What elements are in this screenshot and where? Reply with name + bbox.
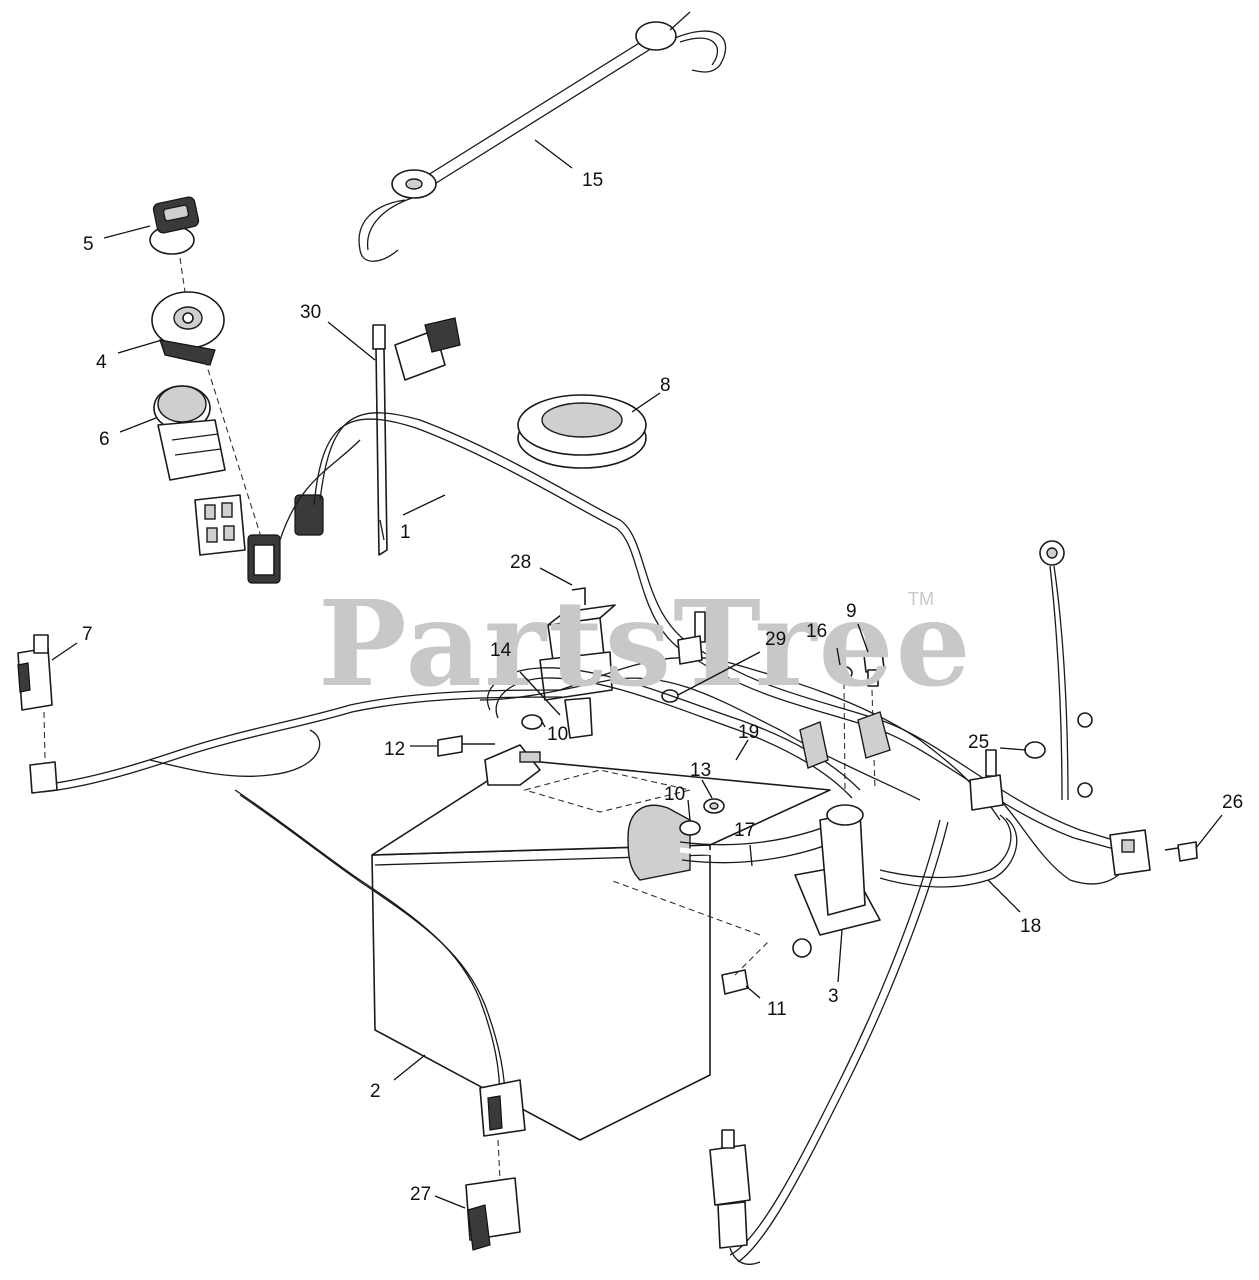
callout-12: 12 [384, 739, 405, 760]
rubber-cap [517, 394, 647, 469]
callout-15: 15 [582, 170, 603, 191]
callout-19: 19 [738, 722, 759, 743]
assembly-line-battery [609, 879, 761, 936]
callout-leaders [51, 139, 1223, 1209]
callout-30: 30 [300, 302, 321, 323]
harness-plug [394, 317, 461, 381]
battery [371, 759, 831, 1141]
callout-3: 3 [828, 986, 839, 1007]
callout-28: 28 [510, 552, 531, 573]
callout-1: 1 [400, 522, 411, 543]
brake-switch [709, 1129, 761, 1265]
nut-and-bolt [1024, 741, 1198, 862]
watermark-text: PartsTree [318, 574, 973, 713]
callout-13: 13 [690, 760, 711, 781]
ring-terminal [1039, 540, 1069, 801]
interlock-switch [465, 1079, 526, 1251]
assembly-line-key [179, 257, 186, 293]
harness-connector [247, 494, 324, 584]
callout-9: 9 [846, 601, 857, 622]
callout-18: 18 [1020, 916, 1041, 937]
mounting-bolt [721, 939, 771, 995]
callout-14: 14 [490, 640, 512, 661]
ignition-key [149, 196, 200, 255]
callout-16: 16 [806, 621, 827, 642]
callout-10b: 10 [664, 784, 685, 805]
callout-2: 2 [370, 1081, 381, 1102]
ignition-switch [151, 291, 225, 366]
main-wire-harness [39, 412, 1131, 1263]
switch-connector [194, 494, 246, 556]
pto-switch [153, 385, 226, 481]
cable-tie [372, 324, 388, 556]
starter-solenoid [792, 804, 881, 958]
callout-26: 26 [1222, 792, 1243, 813]
washer-and-nut [521, 714, 725, 836]
callout-numbers: 1 2 3 4 5 6 7 8 9 10 10 11 12 13 14 15 1… [82, 170, 1243, 1205]
callout-29: 29 [765, 629, 786, 650]
seat-switch [17, 634, 58, 794]
callout-4: 4 [96, 352, 107, 373]
right-harness-connectors [969, 712, 1151, 876]
callout-5: 5 [83, 234, 94, 255]
assembly-line-switch [204, 359, 263, 541]
callout-8: 8 [660, 375, 671, 396]
callout-25: 25 [968, 732, 989, 753]
callout-6: 6 [99, 429, 110, 450]
terminal-bracket [437, 735, 541, 786]
ground-cable [879, 814, 1018, 888]
callout-27: 27 [410, 1184, 431, 1205]
callout-11: 11 [767, 999, 787, 1020]
harness-clamps [677, 611, 891, 769]
watermark-trademark: TM [908, 589, 934, 609]
callout-10: 10 [547, 724, 568, 745]
hook-rod-assembly [358, 11, 727, 262]
callout-17: 17 [734, 820, 755, 841]
callout-7: 7 [82, 624, 93, 645]
starter-relay [539, 587, 616, 739]
